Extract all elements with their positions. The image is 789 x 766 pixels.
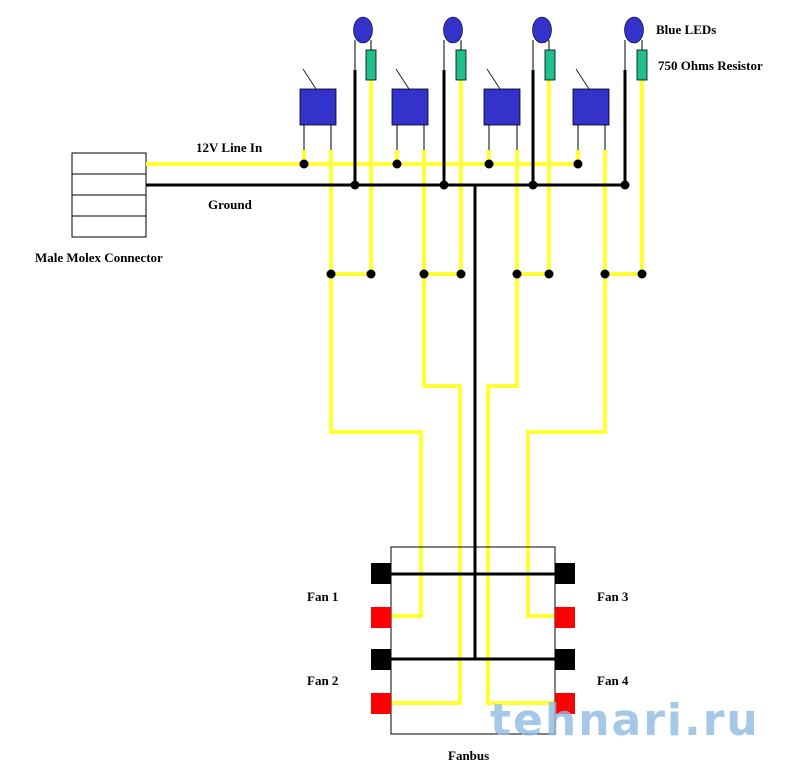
fan4-power-pin (555, 693, 575, 714)
wire-fan1 (329, 274, 423, 618)
fan1-power-pin (371, 607, 391, 628)
watermark: tehnari.ru (490, 695, 760, 746)
junction-dots (299, 159, 647, 279)
resistor-3 (544, 49, 556, 81)
leds (353, 16, 644, 72)
wire-fan2 (391, 274, 462, 705)
resistor-4 (636, 49, 648, 81)
label-fan2: Fan 2 (307, 673, 338, 688)
led-3 (532, 16, 552, 72)
switch-3 (483, 68, 521, 150)
fanbus (371, 546, 575, 735)
wires-12v (146, 80, 644, 705)
switch-2 (391, 68, 429, 150)
fan2-power-pin (371, 693, 391, 714)
label-12v-line: 12V Line In (196, 140, 263, 155)
wires-ground (146, 70, 627, 659)
led-4 (624, 16, 644, 72)
label-fan3: Fan 3 (597, 589, 629, 604)
resistor-2 (455, 49, 467, 81)
label-blue-leds: Blue LEDs (656, 22, 716, 37)
fan2-ground-pin (371, 649, 391, 670)
switch-4 (572, 68, 610, 150)
wire-fan3 (526, 274, 607, 618)
resistors (365, 49, 648, 81)
label-ground: Ground (208, 197, 253, 212)
fan1-ground-pin (371, 563, 391, 584)
label-fan4: Fan 4 (597, 673, 629, 688)
fan4-ground-pin (555, 649, 575, 670)
resistor-1 (365, 49, 377, 81)
wire-fan4 (486, 274, 555, 705)
label-fanbus: Fanbus (448, 748, 489, 763)
fan3-ground-pin (555, 563, 575, 584)
label-fan1: Fan 1 (307, 589, 338, 604)
molex-connector (71, 152, 147, 238)
switches (299, 68, 610, 150)
label-molex: Male Molex Connector (35, 250, 163, 265)
led-1 (353, 16, 373, 72)
switch-1 (299, 68, 337, 150)
label-resistor: 750 Ohms Resistor (658, 58, 763, 73)
fan3-power-pin (555, 607, 575, 628)
